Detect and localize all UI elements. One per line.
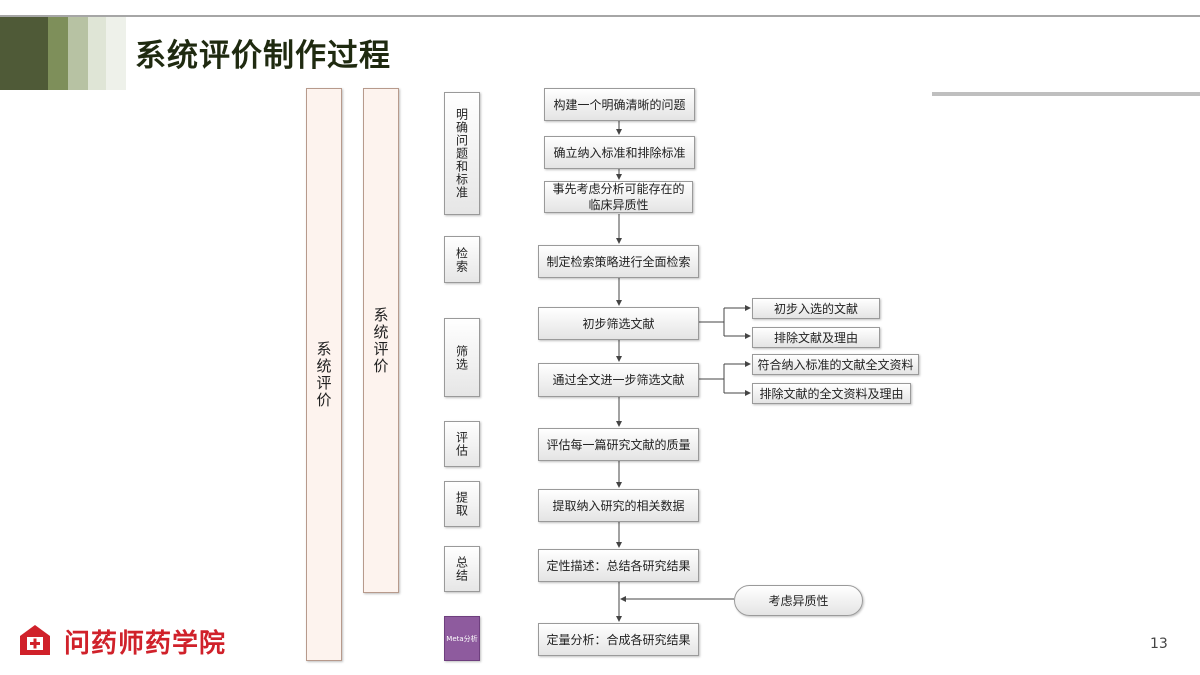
branch-eligible-fulltext: 符合纳入标准的文献全文资料: [752, 354, 919, 375]
outer-bar-label: 系统评价: [314, 340, 333, 409]
header-stripe: [88, 17, 106, 90]
step-label: 制定检索策略进行全面检索: [546, 254, 691, 269]
stage-label: 总结: [454, 556, 469, 582]
branch-initial-included: 初步入选的文献: [752, 298, 880, 319]
step-label: 初步筛选文献: [582, 316, 655, 331]
inner-bar-label: 系统评价: [371, 306, 390, 375]
header-stripe: [106, 17, 126, 90]
stage-search: 检索: [444, 236, 480, 283]
stage-label: 筛选: [454, 344, 469, 371]
note-consider-heterogeneity: 考虑异质性: [734, 585, 863, 616]
step-label: 定量分析：合成各研究结果: [546, 632, 691, 647]
step-build-question: 构建一个明确清晰的问题: [544, 88, 695, 121]
step-quality-appraisal: 评估每一篇研究文献的质量: [538, 428, 699, 461]
step-label: 构建一个明确清晰的问题: [553, 97, 686, 112]
branch-label: 符合纳入标准的文献全文资料: [757, 357, 914, 372]
stage-screening: 筛选: [444, 318, 480, 397]
step-label: 定性描述：总结各研究结果: [546, 558, 691, 573]
outer-systematic-review-bar: 系统评价: [306, 88, 342, 661]
branch-label: 排除文献及理由: [773, 330, 858, 345]
branch-excluded-reasons: 排除文献及理由: [752, 327, 880, 348]
stage-appraisal: 评估: [444, 421, 480, 467]
step-label: 提取纳入研究的相关数据: [552, 498, 685, 513]
step-qualitative-summary: 定性描述：总结各研究结果: [538, 549, 699, 582]
note-label: 考虑异质性: [768, 593, 829, 608]
step-heterogeneity-plan: 事先考虑分析可能存在的临床异质性: [544, 181, 693, 213]
slide-title: 系统评价制作过程: [135, 38, 391, 74]
stage-label: Meta分析: [446, 634, 478, 643]
step-search-strategy: 制定检索策略进行全面检索: [538, 245, 699, 278]
inner-systematic-review-bar: 系统评价: [363, 88, 399, 593]
step-label: 评估每一篇研究文献的质量: [546, 437, 691, 452]
title-rule: [932, 92, 1200, 96]
stage-meta-analysis: Meta分析: [444, 616, 480, 661]
stage-label: 评估: [454, 431, 469, 457]
step-criteria: 确立纳入标准和排除标准: [544, 136, 695, 169]
stage-extraction: 提取: [444, 481, 480, 527]
header-stripe: [0, 17, 48, 90]
step-data-extraction: 提取纳入研究的相关数据: [538, 489, 699, 522]
step-fulltext-screening: 通过全文进一步筛选文献: [538, 363, 699, 397]
stage-label: 明确问题和标准: [454, 108, 469, 199]
pharmacy-house-icon: [16, 622, 54, 658]
logo-text: 问药师药学院: [64, 629, 227, 659]
stage-summary: 总结: [444, 546, 480, 592]
header-stripe: [48, 17, 68, 90]
header-stripe: [68, 17, 88, 90]
stage-label: 提取: [454, 491, 469, 517]
step-label: 通过全文进一步筛选文献: [552, 373, 685, 387]
step-label: 事先考虑分析可能存在的临床异质性: [552, 182, 685, 212]
branch-excluded-fulltext: 排除文献的全文资料及理由: [752, 383, 911, 404]
header-top-line: [0, 15, 1200, 17]
page-number: 13: [1150, 636, 1168, 652]
branch-label: 排除文献的全文资料及理由: [759, 386, 904, 401]
step-label: 确立纳入标准和排除标准: [553, 145, 686, 160]
stage-define-question: 明确问题和标准: [444, 92, 480, 215]
branch-label: 初步入选的文献: [773, 301, 858, 316]
step-quantitative-synthesis: 定量分析：合成各研究结果: [538, 623, 699, 656]
step-initial-screening: 初步筛选文献: [538, 307, 699, 340]
stage-label: 检索: [454, 246, 469, 273]
